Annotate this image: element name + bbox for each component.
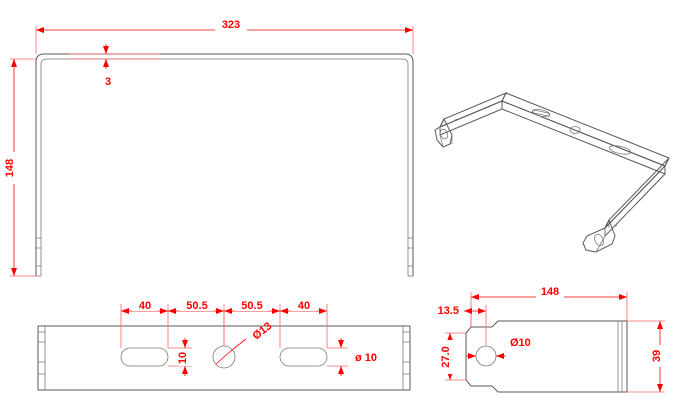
dimension-value-27p0: 27.0 (440, 346, 452, 367)
dimension-value-148-side: 148 (541, 286, 559, 298)
dimension-side-overall-length: 148 (470, 285, 628, 327)
dimension-side-overall-height: 39 (627, 320, 667, 393)
dimension-value-dia10-slot: ø 10 (355, 352, 377, 364)
dimension-side-hole-offset-x: 13.5 (438, 305, 487, 346)
dimension-side-hole-offset-y: 27.0 (440, 332, 466, 381)
dimension-front-overall-height: 148 (4, 58, 36, 277)
top-view: 40 50.5 50.5 40 10 Ø13 (37, 298, 411, 391)
dimension-side-hole-dia: Ø10 (466, 337, 531, 359)
dimension-value-323: 323 (222, 19, 240, 31)
isometric-view (434, 92, 670, 253)
dimension-value-40-right: 40 (298, 300, 310, 312)
dimension-value-13p5: 13.5 (438, 305, 459, 317)
dimension-front-thickness: 3 (70, 44, 160, 88)
dimension-top-slot-end-dia: ø 10 (327, 338, 377, 376)
dimension-value-39: 39 (651, 350, 663, 362)
dimension-front-overall-width: 323 (35, 17, 414, 54)
dimension-value-3: 3 (105, 76, 111, 88)
dimension-top-slot-width: 10 (168, 338, 192, 376)
front-view-part-outline (35, 53, 414, 277)
dimension-top-center-hole-dia: Ø13 (215, 311, 274, 365)
dimension-value-dia13: Ø13 (250, 320, 274, 342)
dimension-value-148-front: 148 (4, 159, 16, 177)
dimension-value-dia10-side: Ø10 (510, 337, 531, 349)
side-view: 148 13.5 27.0 Ø10 39 (438, 285, 667, 393)
dimension-value-50p5-right: 50.5 (241, 300, 262, 312)
front-view: 323 148 3 (4, 17, 414, 277)
dimension-value-50p5-left: 50.5 (186, 300, 207, 312)
dimension-value-slot-width-10: 10 (177, 352, 189, 364)
dimension-value-40-left: 40 (139, 300, 151, 312)
